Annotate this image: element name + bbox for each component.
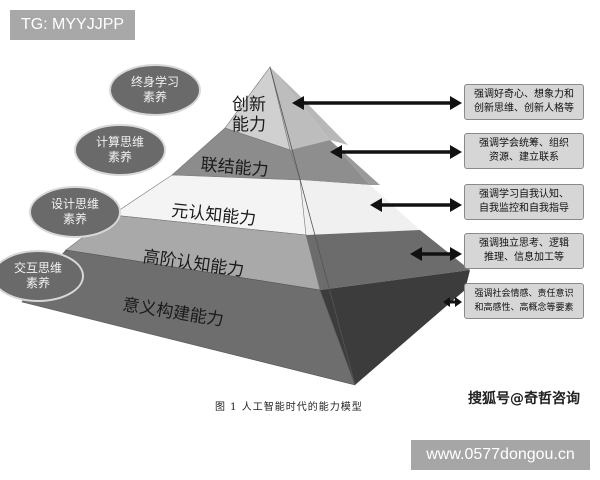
- literacy-line1: 设计思维: [50, 197, 99, 211]
- description-box-connection: 强调学会统筹、组织 资源、建立联系: [464, 133, 584, 169]
- description-box-metacognition: 强调学习自我认知、 自我监控和自我指导: [464, 184, 584, 220]
- literacy-line2: 素养: [142, 90, 167, 104]
- figure-caption: 图 1 人工智能时代的能力模型: [215, 402, 363, 413]
- description-box-higher-cognition: 强调独立思考、逻辑 推理、信息加工等: [464, 233, 584, 269]
- description-box-meaning-construction: 强调社会情感、责任意识 和高感性、高概念等要素: [464, 283, 584, 319]
- literacy-ellipses: [0, 64, 201, 302]
- literacy-computational-thinking: 计算思维 素养: [75, 135, 165, 165]
- description-box-innovation: 强调好奇心、想象力和 创新思维、创新人格等: [464, 84, 584, 120]
- source-watermark: 搜狐号@奇哲咨询: [468, 391, 580, 407]
- double-arrow-icon: [330, 145, 462, 159]
- description-line1: 强调社会情感、责任意识: [474, 289, 574, 299]
- description-line2: 创新思维、创新人格等: [474, 103, 574, 114]
- literacy-line1: 交互思维: [13, 261, 62, 275]
- layer-label-line2: 能力: [232, 115, 266, 135]
- literacy-interaction-thinking: 交互思维 素养: [0, 261, 83, 291]
- pyramid-right-face: [270, 67, 470, 385]
- double-arrow-icon: [370, 198, 462, 212]
- description-line1: 强调学习自我认知、: [479, 189, 569, 200]
- watermark-top-left: TG: MYYJJPP: [10, 10, 135, 40]
- literacy-line2: 素养: [25, 276, 50, 290]
- arrows: [292, 96, 462, 307]
- description-line2: 资源、建立联系: [489, 152, 559, 163]
- description-line2: 和高感性、高概念等要素: [474, 303, 574, 313]
- ellipse-design-thinking: [29, 186, 121, 238]
- ellipse-lifelong-learning: [109, 64, 201, 116]
- description-line1: 强调独立思考、逻辑: [479, 238, 569, 249]
- watermark-bottom-right: www.0577dongou.cn: [411, 440, 590, 470]
- literacy-design-thinking: 设计思维 素养: [30, 197, 120, 227]
- double-arrow-icon: [292, 96, 462, 110]
- double-arrow-icon: [410, 247, 462, 261]
- description-line2: 推理、信息加工等: [484, 252, 564, 263]
- ellipse-computational-thinking: [74, 124, 166, 176]
- pyramid-front-face: [21, 66, 356, 386]
- description-line2: 自我监控和自我指导: [479, 203, 569, 214]
- literacy-line1: 终身学习: [130, 75, 179, 89]
- literacy-line2: 素养: [107, 150, 132, 164]
- double-arrow-icon: [443, 297, 462, 307]
- layer-label-line1: 创新: [232, 95, 266, 115]
- literacy-lifelong-learning: 终身学习 素养: [110, 75, 200, 105]
- description-line1: 强调学会统筹、组织: [479, 138, 569, 149]
- ellipse-interaction-thinking: [0, 250, 84, 302]
- layer-label-innovation: 创新 能力: [232, 95, 266, 135]
- literacy-line2: 素养: [62, 212, 87, 226]
- description-line1: 强调好奇心、想象力和: [474, 89, 574, 100]
- literacy-line1: 计算思维: [95, 135, 144, 149]
